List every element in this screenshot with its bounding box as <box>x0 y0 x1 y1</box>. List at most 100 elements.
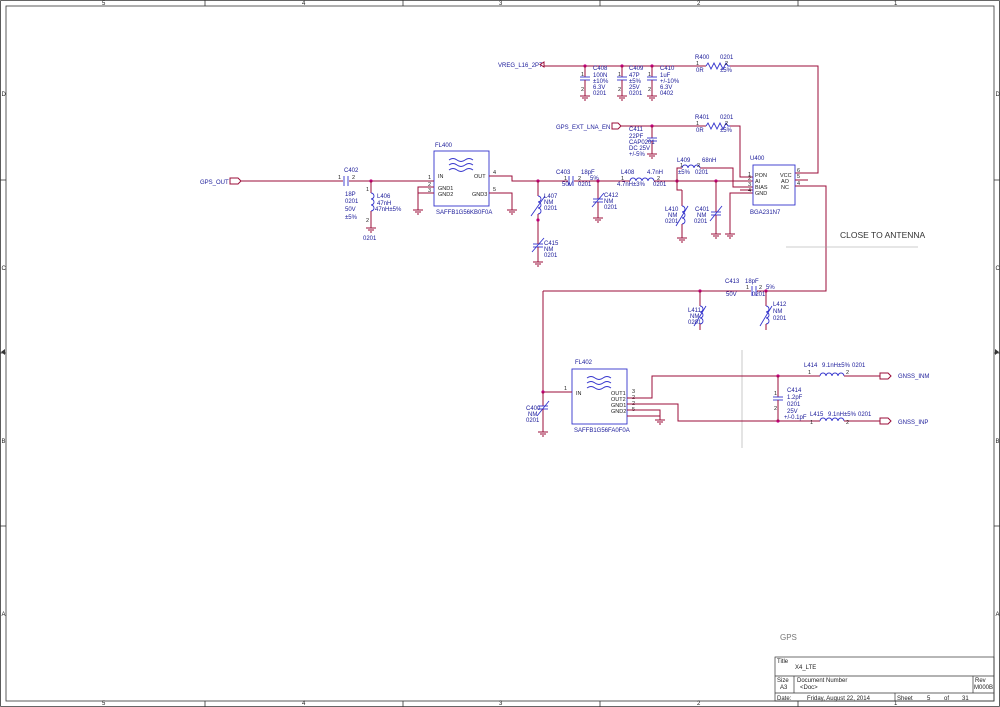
svg-text:3: 3 <box>748 182 751 188</box>
c402-ref: C402 <box>344 168 359 174</box>
inductor-l406: 12 L406 47nH 47nH±5% 0201 <box>363 181 402 242</box>
r401-tol: ±5% <box>720 128 733 134</box>
svg-text:1: 1 <box>746 285 749 291</box>
svg-text:1: 1 <box>338 175 341 181</box>
fl402-pin: IN <box>576 391 582 397</box>
c413-value: 18pF <box>745 279 759 285</box>
c413-ref: C413 <box>725 279 740 285</box>
svg-text:2: 2 <box>366 218 369 224</box>
svg-text:2: 2 <box>428 182 431 188</box>
svg-text:1: 1 <box>808 370 811 376</box>
c412-ref: C412 <box>604 193 619 199</box>
svg-text:1: 1 <box>581 72 584 78</box>
l411-value: NM <box>690 314 699 320</box>
title-block: GPS Title X4_LTE Size A3 Document Number… <box>774 633 995 702</box>
sheet-caption: Sheet <box>897 696 913 702</box>
l415-pkg: 0201 <box>858 412 872 418</box>
l414-ref: L414 <box>804 363 818 369</box>
c408-pkg: 0201 <box>593 91 607 97</box>
l410-pkg: 0201 <box>665 219 679 225</box>
col-label: 1 <box>894 701 898 707</box>
col-label: 2 <box>697 701 701 707</box>
col-label: 5 <box>102 1 106 7</box>
inductor-l411: L411 NM 0201 <box>688 291 707 330</box>
svg-text:1: 1 <box>621 176 624 182</box>
fl400-pin: OUT <box>474 174 486 180</box>
col-label: 4 <box>302 701 306 707</box>
fl400-pin: IN <box>438 174 444 180</box>
sheet-number: 5 <box>927 696 931 702</box>
svg-text:1: 1 <box>366 187 369 193</box>
capacitor-c410: 12 C410 1uF +/-10% 6.3V 0402 <box>647 66 680 101</box>
title-value: X4_LTE <box>795 665 816 671</box>
c400-value: NM <box>528 412 537 418</box>
fl400-pin: GND3 <box>472 192 487 198</box>
rev-value: M000B <box>974 685 993 691</box>
svg-text:2: 2 <box>774 406 777 412</box>
c403-tol: 5% <box>590 176 599 182</box>
l412-ref: L412 <box>773 302 787 308</box>
svg-text:1: 1 <box>564 386 567 392</box>
c400-pkg: 0201 <box>526 418 540 424</box>
inductor-l407: L407 NM 0201 <box>530 181 558 238</box>
l408-pkg: 0201 <box>653 182 667 188</box>
svg-text:1: 1 <box>618 72 621 78</box>
capacitor-c415: C415 NM 0201 <box>531 237 559 267</box>
svg-text:4: 4 <box>748 188 751 194</box>
c414-ref: C414 <box>787 388 802 394</box>
capacitor-c414: 12 C414 1.2pF 0201 25V +/-0.1pF <box>773 376 807 421</box>
c413-tol: 5% <box>766 285 775 291</box>
c415-ref: C415 <box>544 241 559 247</box>
net-label-gnss-inm: GNSS_INM <box>898 374 929 380</box>
svg-text:6: 6 <box>797 168 800 174</box>
l411-ref: L411 <box>688 308 702 314</box>
c411-pkg: CAP0201 <box>629 140 655 146</box>
fl402-ref: FL402 <box>575 360 593 366</box>
svg-text:4: 4 <box>493 170 496 176</box>
svg-text:5: 5 <box>797 174 800 180</box>
l407-pkg: 0201 <box>544 206 558 212</box>
l408-ref: L408 <box>621 170 635 176</box>
fl402-pin: OUT1 <box>611 391 626 397</box>
u400-pin: NC <box>781 185 789 191</box>
fl402-pin: GND1 <box>611 403 626 409</box>
c411-tol: +/-5% <box>629 152 646 158</box>
c402-tol: ±5% <box>345 215 358 221</box>
svg-text:2: 2 <box>748 176 751 182</box>
col-label: 4 <box>302 1 306 7</box>
u400-pin: VCC <box>780 173 792 179</box>
c415-value: NM <box>544 247 553 253</box>
svg-text:3: 3 <box>632 389 635 395</box>
svg-text:1: 1 <box>428 175 431 181</box>
c412-pkg: 0201 <box>604 205 618 211</box>
svg-text:2: 2 <box>618 87 621 93</box>
l412-pkg: 0201 <box>773 316 787 322</box>
c402-volt: 50V <box>345 207 356 213</box>
l406-spec: 47nH±5% <box>375 207 402 213</box>
svg-text:5: 5 <box>493 187 496 193</box>
c402-pkg: 0201 <box>345 199 359 205</box>
title-caption: Title <box>777 659 789 665</box>
fl402-pin: OUT2 <box>611 397 626 403</box>
net-label-vreg: VREG_L16_2P7 <box>498 63 543 69</box>
date-value: Friday, August 22, 2014 <box>807 696 871 702</box>
net-label-gps-out: GPS_OUT <box>200 180 229 186</box>
lna-output-net <box>542 185 827 392</box>
fl402-part: SAFFB1G56FA0F0A <box>574 428 630 434</box>
sheet-arrow-left <box>1 349 5 355</box>
sheet-arrow-right <box>995 349 999 355</box>
row-label: B <box>996 439 1000 445</box>
row-label: A <box>2 612 6 618</box>
fl400-pin: GND2 <box>438 192 453 198</box>
svg-text:2: 2 <box>657 176 660 182</box>
c411-value: 22PF <box>629 134 644 140</box>
c414-value: 1.2pF <box>787 395 803 401</box>
c410-volt: 6.3V <box>660 85 672 91</box>
capacitor-c411: C411 22PF CAP0201 DC 25V +/-5% <box>629 126 657 159</box>
